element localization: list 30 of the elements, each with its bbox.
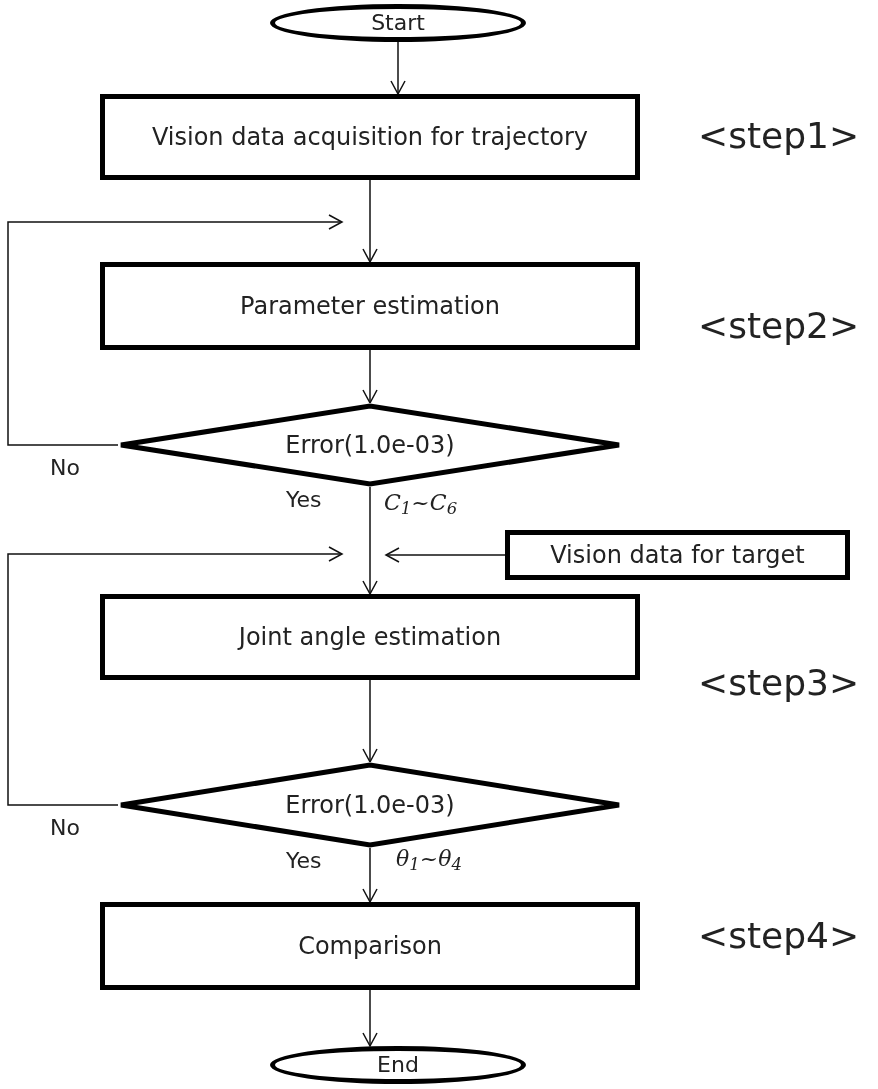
- node-text: End: [377, 1051, 419, 1079]
- arrow: [362, 179, 378, 263]
- annotation-label: <step2>: [698, 308, 860, 344]
- node-text: Comparison: [298, 931, 442, 961]
- node-text: Error(1.0e-03): [285, 430, 455, 460]
- arrow: [362, 679, 378, 763]
- node-text: Parameter estimation: [240, 291, 500, 321]
- annotation-label: <step3>: [698, 665, 860, 701]
- annotation-label: <step1>: [698, 118, 860, 154]
- node-text: Vision data for target: [550, 540, 805, 570]
- node-text: Vision data acquisition for trajectory: [151, 122, 589, 152]
- process-box: [100, 94, 640, 180]
- node-text: Start: [371, 9, 425, 37]
- process-box: [505, 530, 850, 580]
- annotation-label: <step4>: [698, 918, 860, 954]
- arrow: [362, 989, 378, 1047]
- process-box: [100, 902, 640, 990]
- arrow: [7, 546, 343, 806]
- node-text: Joint angle estimation: [238, 622, 502, 652]
- process-box: [100, 594, 640, 680]
- arrow: [362, 847, 378, 903]
- annotation-label: θ$_{1}$~θ$_{4}$: [396, 848, 462, 870]
- node-text: Error(1.0e-03): [285, 790, 455, 820]
- arrow: [362, 486, 378, 595]
- arrow: [7, 214, 343, 446]
- arrow: [390, 41, 406, 95]
- annotation-label: C$_{1}$~C$_{6}$: [384, 492, 458, 514]
- process-box: [100, 262, 640, 350]
- arrow: [362, 349, 378, 404]
- arrow: [385, 547, 506, 563]
